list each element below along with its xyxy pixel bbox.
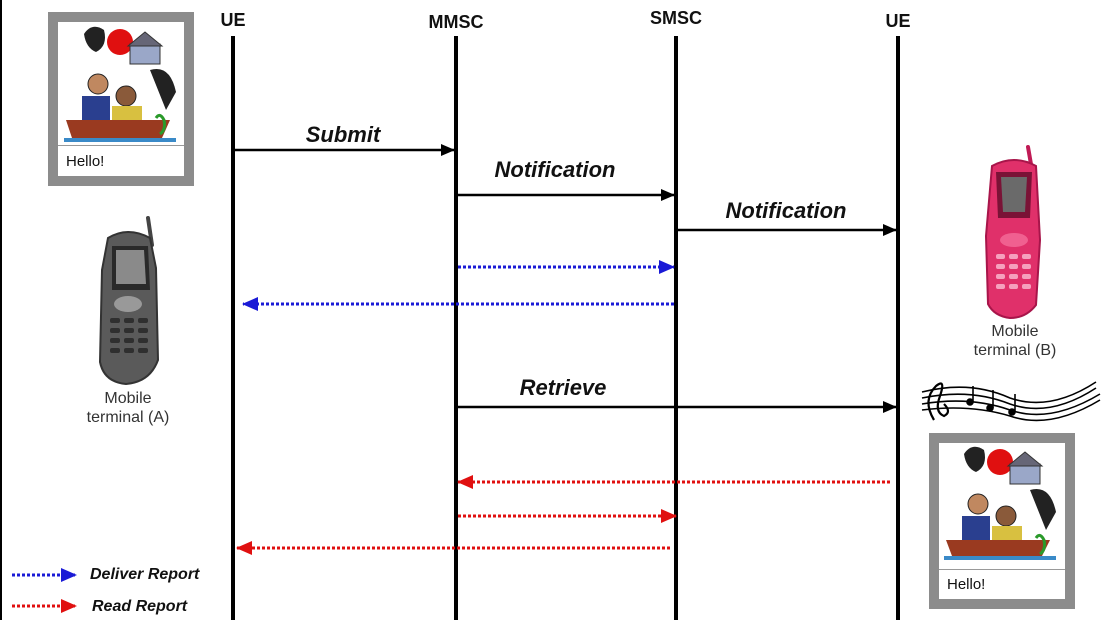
message-label-submit: Submit (305, 122, 381, 147)
legend-read-report: Read Report (92, 598, 188, 615)
lane-label-ue-b: UE (885, 11, 911, 31)
lane-label-ue-a: UE (220, 10, 246, 30)
message-label-notification-2: Notification (725, 198, 847, 223)
lane-label-smsc: SMSC (649, 8, 703, 28)
message-label-notification-1: Notification (494, 157, 616, 182)
legend-deliver-report: Deliver Report (90, 566, 200, 583)
cartoon-picture-icon (944, 444, 1058, 560)
cartoon-picture-icon (64, 24, 178, 142)
card-text-top-left: Hello! (58, 145, 184, 176)
terminal-a-label-text: Mobile terminal (A) (86, 390, 170, 426)
terminal-b-label: Mobile terminal (B) (974, 322, 1057, 360)
lane-label-mmsc: MMSC (428, 12, 484, 32)
phone-a-icon (98, 216, 160, 386)
terminal-b-label-text: Mobile terminal (B) (973, 323, 1057, 359)
card-text-bottom-right: Hello! (939, 569, 1065, 599)
left-border (0, 0, 2, 620)
message-label-retrieve: Retrieve (519, 375, 607, 400)
terminal-a-label: Mobile terminal (A) (87, 389, 170, 427)
music-notes-icon (921, 381, 1101, 422)
phone-b-icon (984, 145, 1042, 320)
